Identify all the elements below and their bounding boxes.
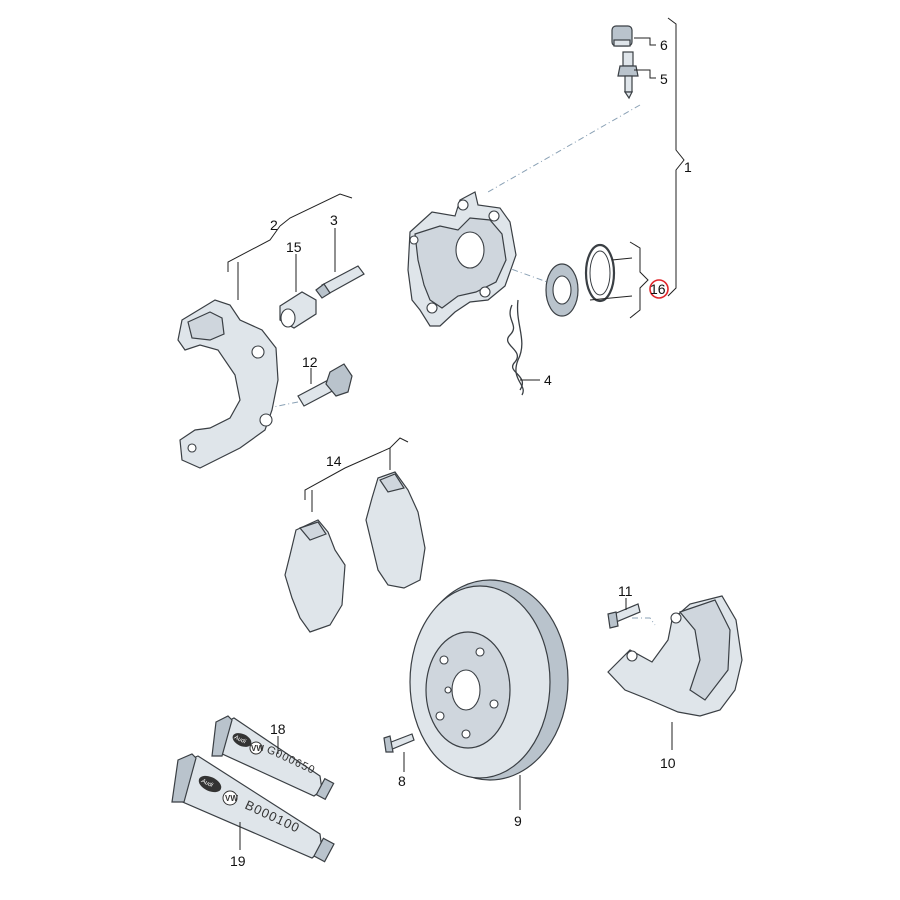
part-9-brake-disc[interactable] xyxy=(409,579,569,781)
callout-2[interactable]: 2 xyxy=(270,217,278,233)
logo-text-19: Audi xyxy=(199,778,214,789)
vw-badge-18 xyxy=(249,741,263,755)
part-19-paste-tube[interactable]: Audi VW B000100 xyxy=(171,753,335,863)
leader-lines xyxy=(227,17,685,850)
part-16-piston-seal[interactable] xyxy=(545,243,616,317)
callout-6[interactable]: 6 xyxy=(660,37,668,53)
logo-text-18: Audi xyxy=(232,734,247,745)
badge-text-18: VW xyxy=(251,744,264,753)
part-11-shield-bolt[interactable] xyxy=(607,603,641,629)
callout-15[interactable]: 15 xyxy=(286,239,302,255)
callout-3[interactable]: 3 xyxy=(330,212,338,228)
callout-12[interactable]: 12 xyxy=(302,354,318,370)
part-1-caliper-housing[interactable] xyxy=(407,191,517,327)
vw-badge-19 xyxy=(222,790,238,806)
callout-18[interactable]: 18 xyxy=(270,721,286,737)
part-6-dust-cap[interactable] xyxy=(611,25,633,47)
callout-14[interactable]: 14 xyxy=(326,453,342,469)
callout-5[interactable]: 5 xyxy=(660,71,668,87)
callout-labels: 6 5 1 2 3 15 12 4 14 11 10 9 8 18 19 16 xyxy=(230,37,692,869)
callout-8[interactable]: 8 xyxy=(398,773,406,789)
audi-logo-19 xyxy=(198,775,222,793)
part-10-splash-shield[interactable] xyxy=(607,595,743,717)
part-15-guide-bushing[interactable] xyxy=(279,291,317,329)
callout-19[interactable]: 19 xyxy=(230,853,246,869)
callout-1[interactable]: 1 xyxy=(684,159,692,175)
part-3-guide-pin[interactable] xyxy=(315,265,365,299)
callout-16[interactable]: 16 xyxy=(650,281,666,297)
audi-logo-18 xyxy=(232,733,252,747)
part-5-bleeder-screw[interactable] xyxy=(617,51,639,100)
part-4-retaining-spring[interactable] xyxy=(507,299,524,396)
part-8-disc-screw[interactable] xyxy=(383,733,415,753)
callout-4[interactable]: 4 xyxy=(544,372,552,388)
part-14-brake-pads[interactable] xyxy=(284,471,426,633)
part-12-carrier-bolt[interactable] xyxy=(297,363,353,407)
highlight-ring-16 xyxy=(649,279,669,299)
callout-10[interactable]: 10 xyxy=(660,755,676,771)
callout-11[interactable]: 11 xyxy=(618,583,633,599)
part-2-caliper-carrier[interactable] xyxy=(177,299,279,469)
badge-text-19: VW xyxy=(225,794,238,803)
callout-9[interactable]: 9 xyxy=(514,813,522,829)
